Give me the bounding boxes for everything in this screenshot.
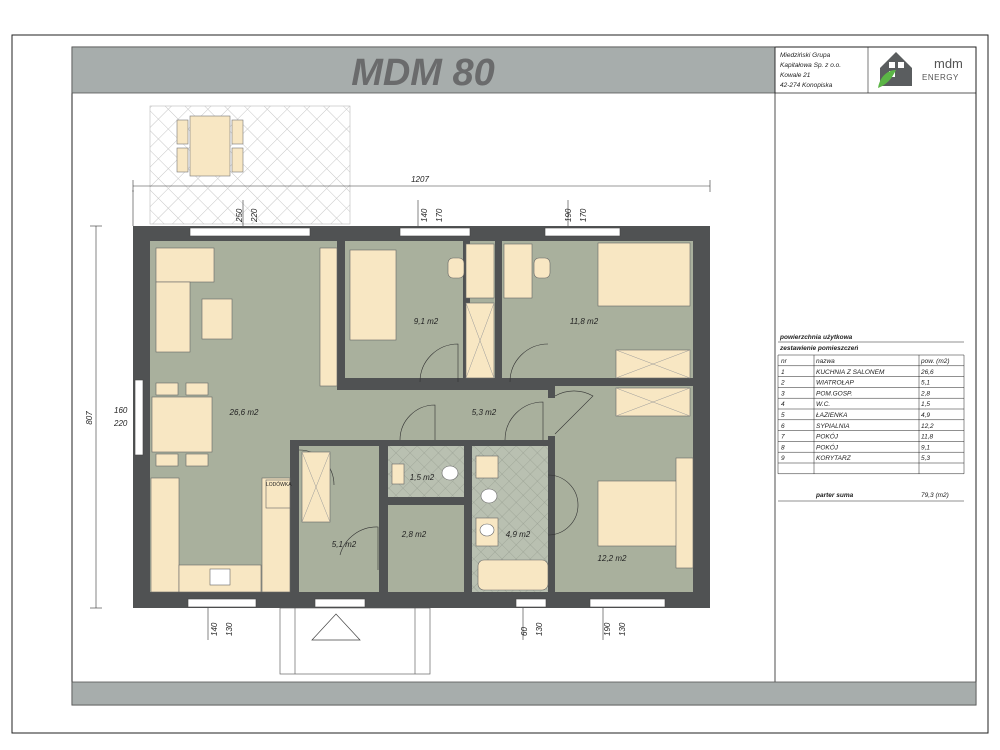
table-cell: POM.GOSP. [816, 390, 853, 397]
bottom-window1-dim-2: 130 [225, 622, 234, 636]
table-cell: 26,6 [920, 369, 934, 376]
table-header-nr: nr [781, 358, 788, 365]
table-cell: SYPIALNIA [816, 423, 850, 430]
table-cell: POKÓJ [816, 442, 839, 451]
bottom-banner [71, 681, 977, 706]
logo-text: mdm [934, 56, 963, 71]
table-cell: ŁAZIENKA [816, 412, 847, 419]
top-window2-dim-2: 170 [579, 208, 588, 222]
furniture [150, 242, 694, 593]
table-cell: WIATROŁAP [816, 380, 854, 387]
bedroom-area: 12,2 m2 [598, 554, 627, 563]
page-title: MDM 80 [351, 52, 495, 94]
table-cell: 2 [780, 380, 785, 387]
table-cell: 7 [781, 434, 785, 441]
windows [134, 227, 666, 608]
table-cell: 5,1 [921, 380, 930, 387]
bottom-window3-dim-1: 190 [603, 622, 612, 636]
table-cell: 3 [781, 390, 785, 397]
table-cell: 4 [781, 401, 785, 408]
table-cell: 1,5 [921, 401, 930, 408]
company-line-2: Kapitałowa Sp. z o.o. [780, 62, 841, 69]
bathroom-area: 4,9 m2 [506, 530, 531, 539]
left-window-dim-1: 160 [114, 406, 128, 415]
table-title: powierzchnia użytkowa [779, 334, 853, 341]
fixtures [209, 465, 498, 586]
table-cell: POKÓJ [816, 432, 839, 441]
table-cell: 5 [781, 412, 785, 419]
top-terrace-dim-1: 250 [235, 208, 244, 223]
top-window1-dim-1: 140 [420, 208, 429, 222]
bottom-window2-dim-1: 60 [520, 627, 529, 636]
room-living-area: 26,6 m2 [229, 408, 259, 417]
pantry-area: 2,8 m2 [401, 530, 427, 539]
table-text: nr nazwa pow. (m2) 1 KUCHNIA Z SALONEM 26,… [780, 358, 950, 462]
table-header-area: pow. (m2) [920, 358, 950, 365]
top-terrace-dim-2: 220 [250, 208, 259, 223]
overall-width-label: 1207 [411, 175, 429, 184]
bottom-window2-dim-2: 130 [535, 622, 544, 636]
table-header-name: nazwa [816, 358, 835, 365]
bottom-window3-dim-2: 130 [618, 622, 627, 636]
dimension-lines [90, 180, 711, 640]
logo-subtext: ENERGY [922, 73, 959, 82]
mdm-energy-logo: mdm ENERGY [878, 52, 963, 88]
table-cell: 9,1 [921, 444, 930, 451]
table-cell: 11,8 [921, 434, 934, 441]
table-cell: 1 [781, 369, 785, 376]
table-sum-label: parter suma [815, 492, 854, 499]
left-window-dim-2: 220 [113, 419, 128, 428]
table-grid [777, 354, 965, 502]
wc-area: 1,5 m2 [410, 473, 435, 482]
table-cell: KUCHNIA Z SALONEM [816, 369, 885, 376]
table-cell: 5,3 [921, 455, 930, 462]
company-line-3: Kowale 21 [780, 72, 811, 79]
terrace-table [176, 115, 244, 177]
top-window1-dim-2: 170 [435, 208, 444, 222]
room-b-area: 11,8 m2 [570, 317, 599, 326]
fridge-label: LODÓWKA [266, 481, 292, 488]
area-table: powierzchnia użytkowa zestawienie pomies… [777, 334, 965, 502]
table-cell: 9 [781, 455, 785, 462]
vestibule-area: 5,1 m2 [332, 540, 357, 549]
room-a-area: 9,1 m2 [414, 317, 439, 326]
corridor-area: 5,3 m2 [472, 408, 497, 417]
table-cell: 2,8 [920, 390, 930, 397]
table-sum-value: 79,3 (m2) [921, 492, 949, 499]
table-cell: 6 [781, 423, 785, 430]
table-cell: 8 [781, 444, 785, 451]
table-cell: W.C. [816, 401, 830, 408]
table-cell: KORYTARZ [816, 455, 852, 462]
overall-depth-label: 807 [85, 411, 94, 425]
wardrobe-hatching [301, 302, 691, 523]
table-cell: 4,9 [921, 412, 930, 419]
door-swings [298, 343, 594, 570]
company-line-4: 42-274 Konopiska [780, 82, 833, 89]
company-line-1: Miedziński Grupa [780, 52, 831, 59]
bottom-window1-dim-1: 140 [210, 622, 219, 636]
table-cell: 12,2 [921, 423, 934, 430]
title-banner [71, 46, 776, 94]
top-window2-dim-1: 190 [564, 208, 573, 222]
table-subtitle: zestawienie pomieszczeń [779, 345, 858, 352]
